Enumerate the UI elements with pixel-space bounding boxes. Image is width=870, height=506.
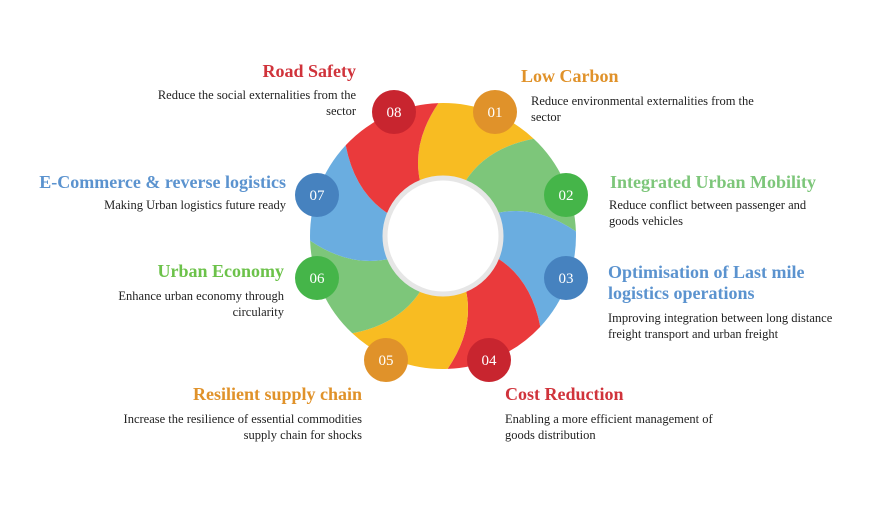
item-description: Reduce environmental externalities from … [531, 94, 754, 124]
ring-segment-08 [345, 103, 439, 215]
item-last-mile-optimisation: Optimisation of Last mile logistics oper… [608, 262, 858, 342]
badge-circle [473, 90, 517, 134]
badge-circle [372, 90, 416, 134]
badge-number: 03 [559, 271, 574, 287]
ring-segment-02 [464, 138, 576, 232]
badge-number: 01 [488, 105, 503, 121]
ring-center-hole [382, 175, 504, 297]
item-title: Low Carbon [521, 66, 619, 86]
ring-segment-06 [310, 240, 422, 334]
badge-number: 07 [310, 188, 326, 204]
number-badge-06: 06 [295, 256, 339, 300]
ring-segment-03 [496, 210, 576, 327]
item-title: Urban Economy [157, 261, 284, 281]
number-badge-02: 02 [544, 173, 588, 217]
badge-number: 06 [310, 271, 326, 287]
item-integrated-urban-mobility: Integrated Urban Mobility Reduce conflic… [609, 172, 850, 229]
badge-circle [295, 256, 339, 300]
item-low-carbon: Low Carbon Reduce environmental external… [521, 66, 781, 125]
item-title: Resilient supply chain [192, 384, 362, 404]
item-title: Integrated Urban Mobility [610, 172, 816, 192]
badge-circle [544, 173, 588, 217]
ring-segment-04 [447, 257, 541, 369]
number-badge-07: 07 [295, 173, 339, 217]
item-description: Making Urban logistics future ready [104, 198, 286, 212]
item-description: Reduce conflict between passenger and go… [609, 198, 807, 228]
number-badge-08: 08 [372, 90, 416, 134]
item-title: E-Commerce & reverse logistics [39, 172, 286, 192]
item-title: Cost Reduction [505, 384, 624, 404]
item-ecommerce-reverse-logistics: E-Commerce & reverse logistics Making Ur… [0, 172, 286, 213]
item-description: Enabling a more efficient management of … [505, 412, 713, 442]
item-title: Optimisation of Last mile logistics oper… [608, 262, 805, 303]
number-badge-01: 01 [473, 90, 517, 134]
item-cost-reduction: Cost Reduction Enabling a more efficient… [505, 384, 745, 443]
ring-segment-07 [310, 145, 390, 262]
badge-circle [364, 338, 408, 382]
item-road-safety: Road Safety Reduce the social externalit… [146, 61, 356, 119]
item-title: Road Safety [262, 61, 357, 81]
item-resilient-supply-chain: Resilient supply chain Increase the resi… [92, 384, 362, 443]
badge-number: 04 [482, 353, 498, 369]
number-badge-03: 03 [544, 256, 588, 300]
badge-circle [295, 173, 339, 217]
badge-circle [467, 338, 511, 382]
item-urban-economy: Urban Economy Enhance urban economy thro… [84, 261, 284, 320]
badge-number: 08 [387, 105, 402, 121]
item-description: Improving integration between long dista… [608, 311, 833, 341]
item-description: Increase the resilience of essential com… [123, 412, 362, 442]
item-description: Enhance urban economy through circularit… [118, 289, 284, 319]
number-badge-04: 04 [467, 338, 511, 382]
number-badge-05: 05 [364, 338, 408, 382]
badge-circle [544, 256, 588, 300]
badge-number: 02 [559, 188, 574, 204]
badge-number: 05 [379, 353, 394, 369]
item-description: Reduce the social externalities from the… [157, 88, 356, 118]
